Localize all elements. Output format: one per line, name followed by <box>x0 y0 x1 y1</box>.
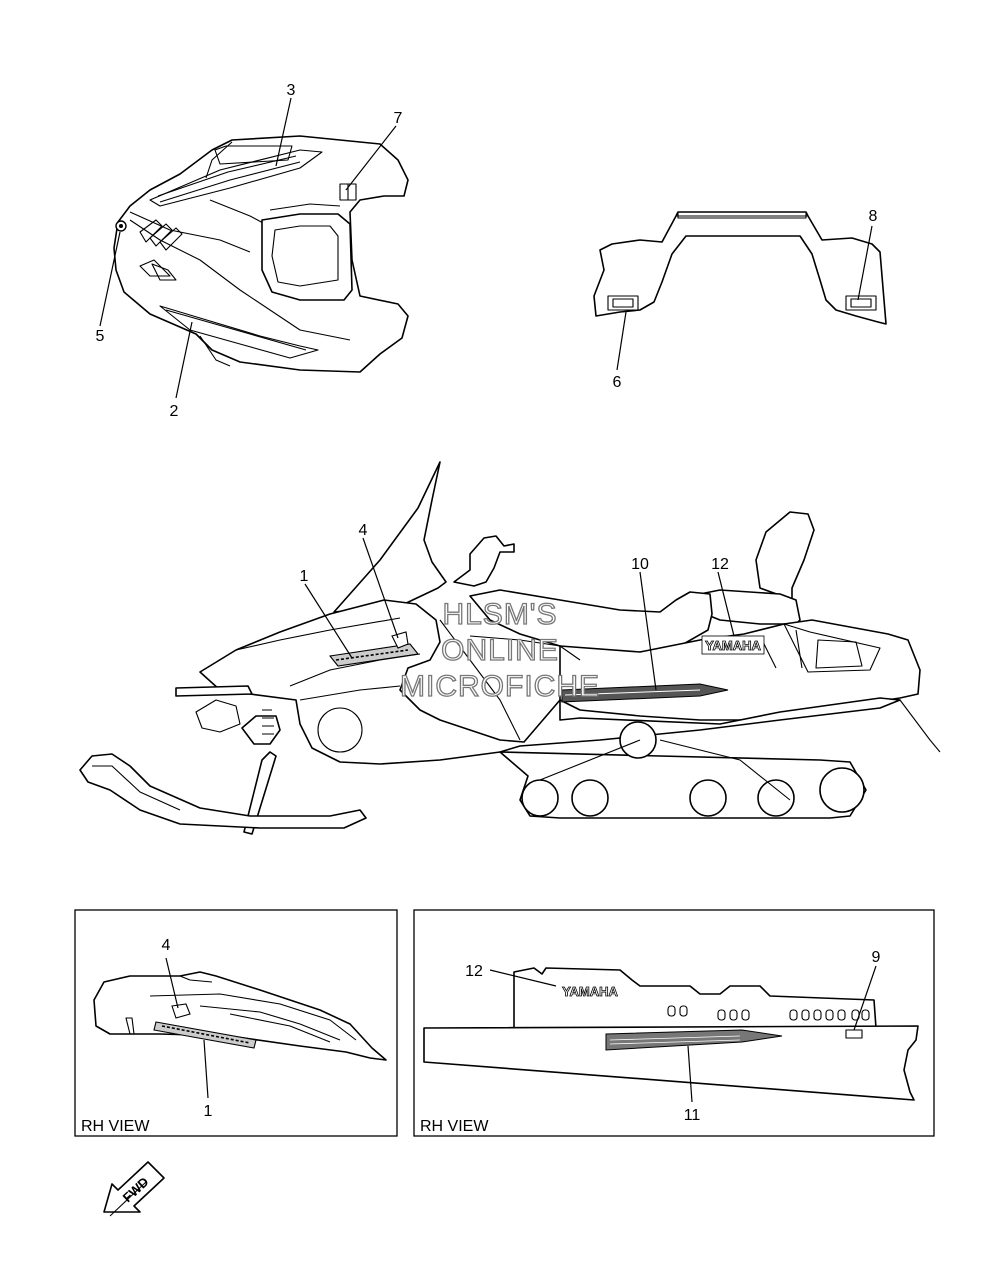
rh-view-panel-right <box>413 909 935 1137</box>
callout-3: 3 <box>287 82 296 99</box>
callout-4-main: 4 <box>359 522 368 539</box>
yamaha-decal-panel: YAMAHA <box>562 984 618 999</box>
callout-11: 11 <box>684 1107 701 1124</box>
rear-body-rh-view <box>423 967 919 1101</box>
rh-view-panel-left <box>74 909 398 1137</box>
callout-12-panel: 12 <box>465 963 483 980</box>
callout-4-panel: 4 <box>162 937 171 954</box>
callout-8: 8 <box>869 208 878 225</box>
hood-rh-view <box>93 971 387 1061</box>
rh-view-label-right: RH VIEW <box>420 1118 489 1135</box>
callout-9: 9 <box>872 949 881 966</box>
callout-5: 5 <box>96 328 105 345</box>
rear-bumper <box>593 211 887 325</box>
callout-10: 10 <box>631 556 649 573</box>
callout-2: 2 <box>170 403 179 420</box>
snowmobile-side-view <box>79 461 941 835</box>
callout-12-main: 12 <box>711 556 729 573</box>
callout-1-main: 1 <box>300 568 309 585</box>
callout-7: 7 <box>394 110 403 127</box>
fwd-arrow-icon: FWD <box>103 1161 165 1217</box>
rh-view-label-left: RH VIEW <box>81 1118 150 1135</box>
callout-1-panel: 1 <box>204 1103 213 1120</box>
yamaha-decal-main: YAMAHA <box>705 638 761 653</box>
watermark-line-2: ONLINE <box>441 634 559 667</box>
front-cowling <box>113 135 409 373</box>
callout-6: 6 <box>613 374 622 391</box>
leader-lines <box>99 97 877 1103</box>
watermark-line-3: MICROFICHE <box>400 670 600 703</box>
watermark-line-1: HLSM'S <box>442 598 557 631</box>
